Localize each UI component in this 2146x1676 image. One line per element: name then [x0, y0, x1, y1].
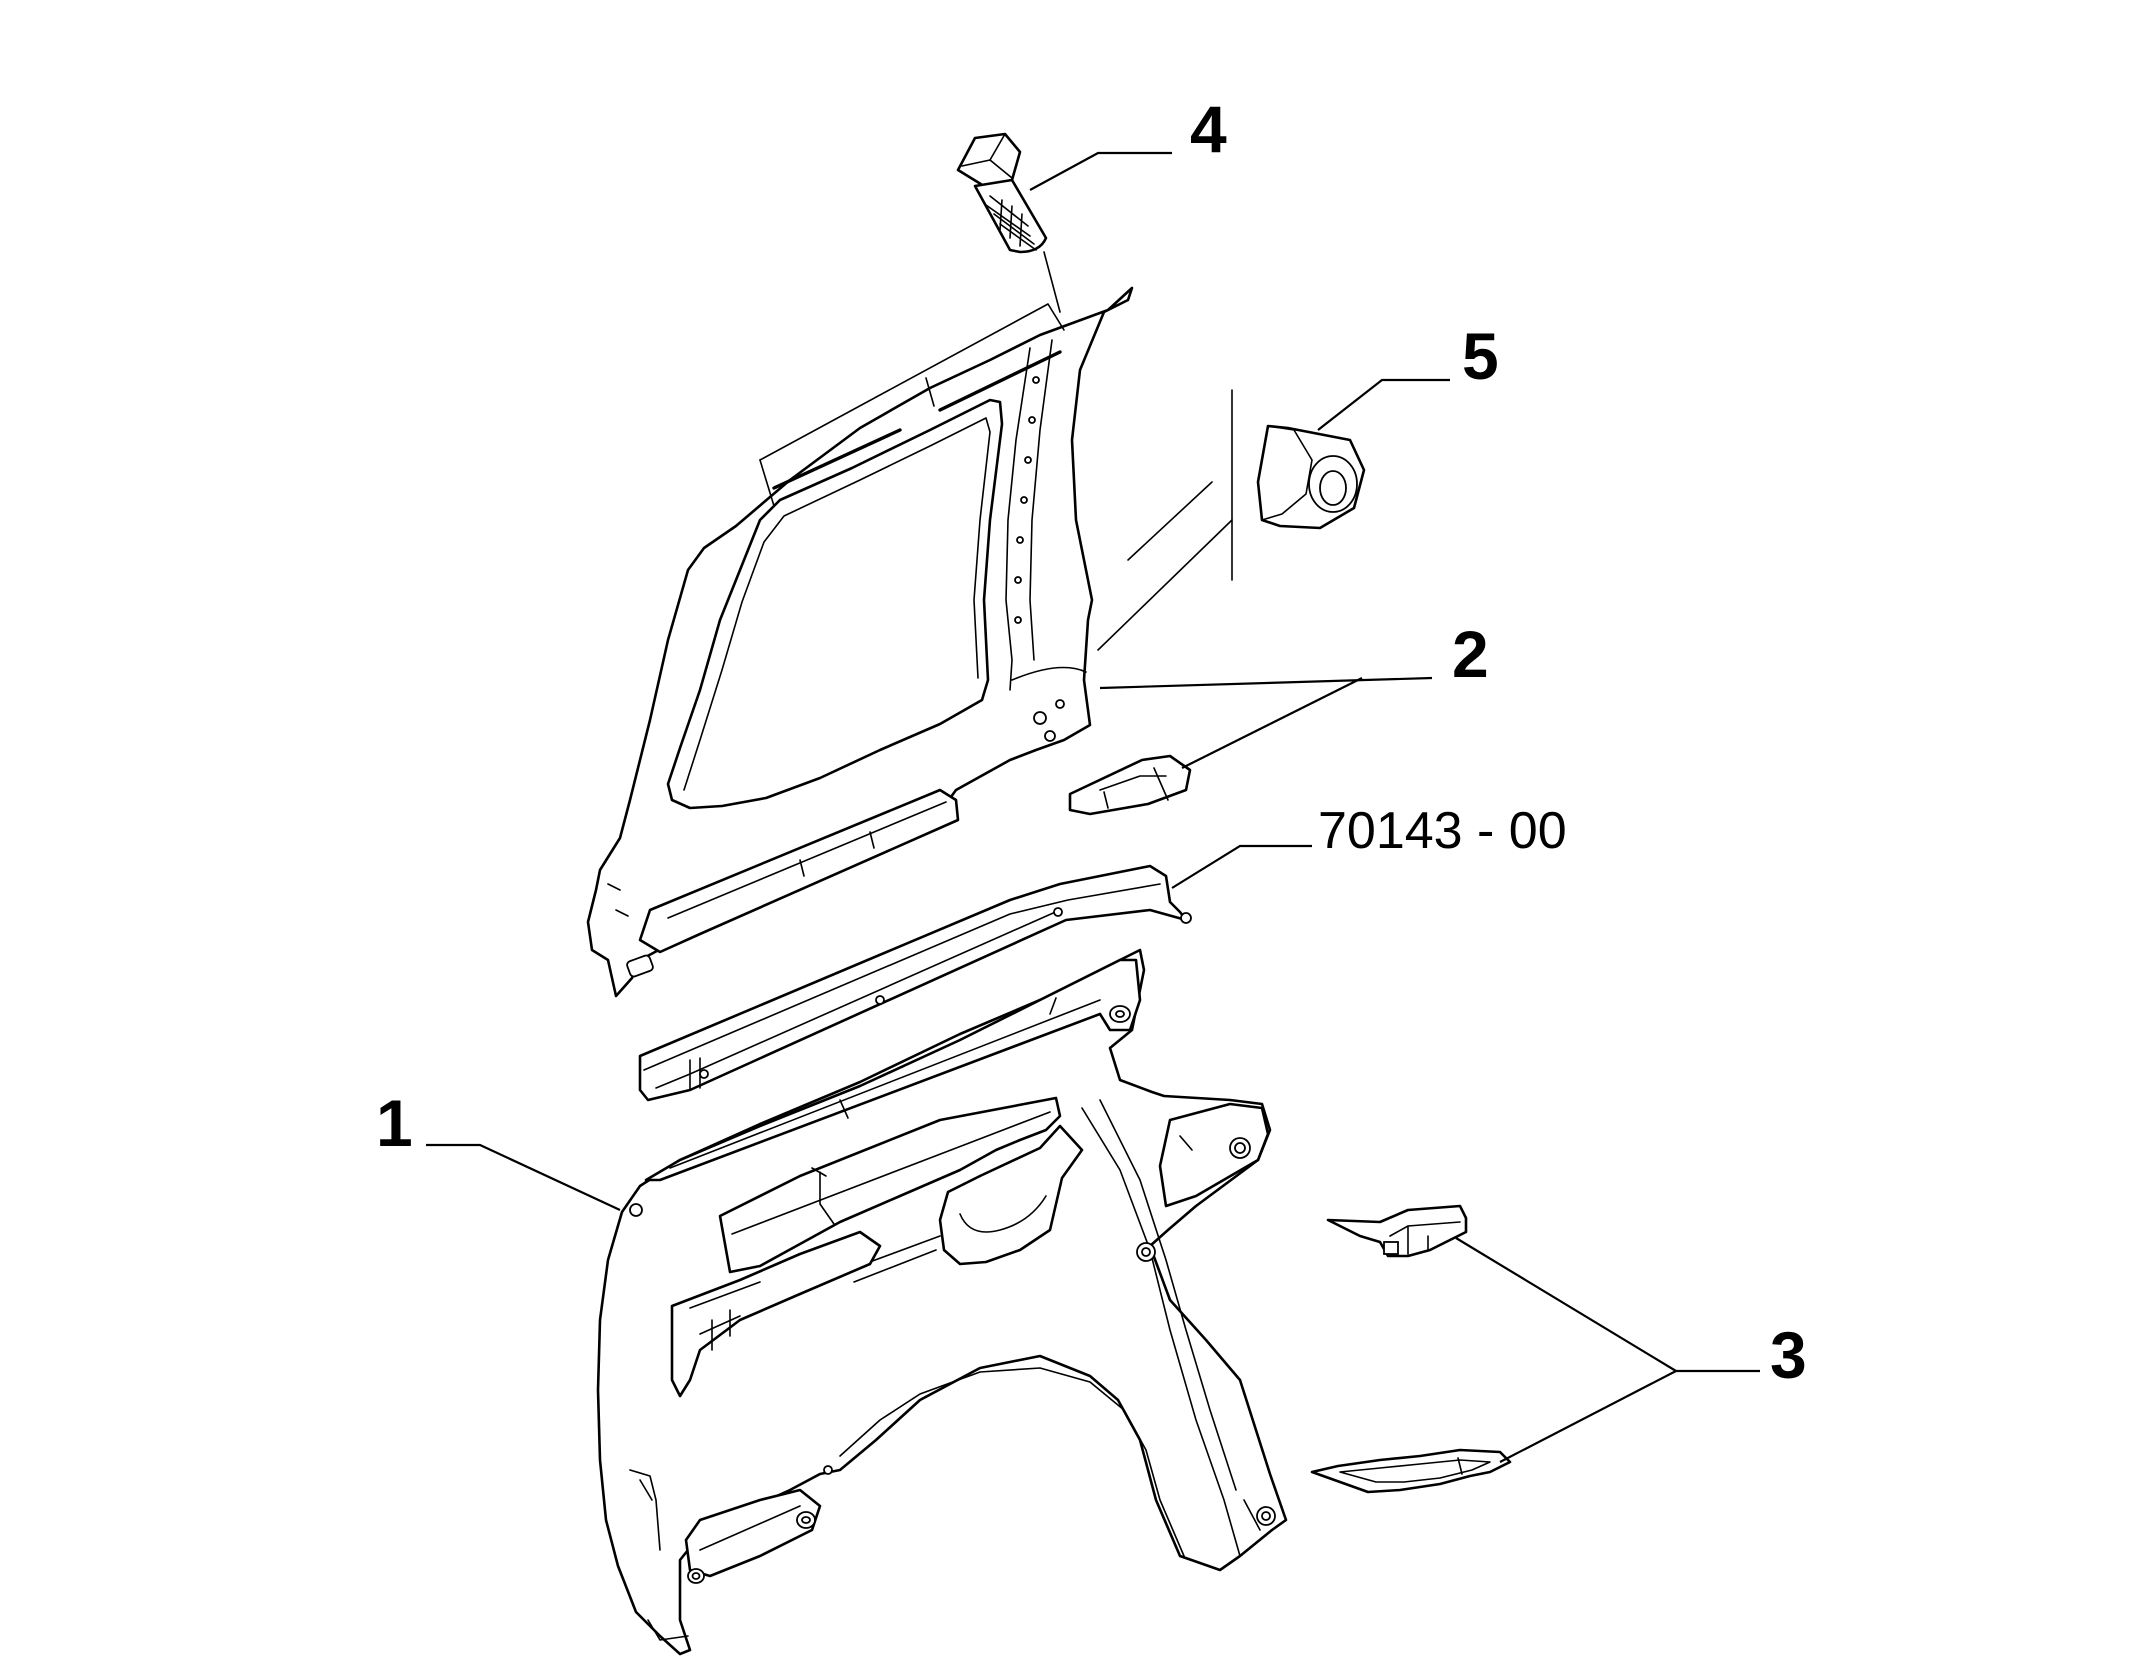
part-3-trim-upper [1326, 1204, 1468, 1258]
part-1-quarter-panel [596, 948, 1288, 1656]
callout-1: 1 [376, 1086, 413, 1160]
part-4-bolt [956, 132, 1061, 313]
leader-lines [426, 151, 1760, 1463]
callout-4: 4 [1190, 92, 1227, 166]
reference-code-label: 70143 - 00 [1318, 802, 1567, 860]
part-2-upper-side-panel [586, 286, 1134, 998]
reference-70143-rail [638, 864, 1192, 1102]
part-3-trim-lower [1310, 1448, 1512, 1494]
callout-2: 2 [1452, 617, 1489, 691]
part-2-small-bracket [1068, 754, 1192, 816]
callout-3: 3 [1770, 1318, 1807, 1392]
assembly-guide-lines [1097, 389, 1233, 651]
part-5-nut [1256, 424, 1366, 530]
callout-5: 5 [1462, 319, 1499, 393]
